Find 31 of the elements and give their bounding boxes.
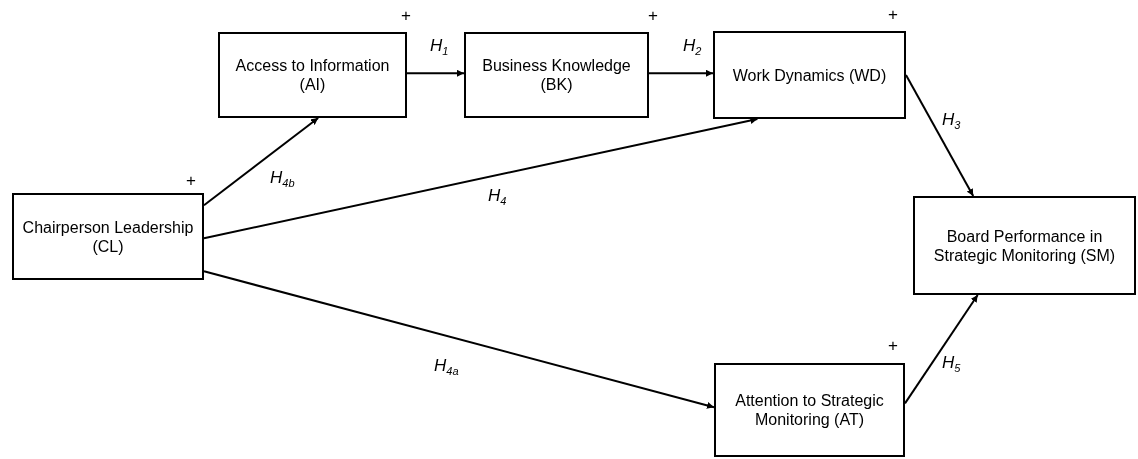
construct-box	[12, 193, 204, 280]
sign-label: +	[888, 336, 898, 356]
construct-label: Access to Information (AI)	[234, 56, 391, 94]
sign-label: +	[401, 6, 411, 26]
edge-label: H$_{5}$	[942, 353, 961, 375]
sign-label: +	[648, 6, 658, 26]
arrow	[203, 270, 715, 409]
edge-label: H$_{1}$	[430, 36, 449, 58]
construct-label: Business Knowledge (BK)	[481, 56, 632, 94]
construct-label: Work Dynamics (WD)	[731, 65, 888, 85]
construct-box	[464, 32, 649, 118]
construct-box	[913, 196, 1136, 295]
arrow	[648, 69, 714, 77]
construct-box	[218, 32, 407, 118]
edge-label: H$_{4b}$	[270, 168, 295, 190]
construct-label: Board Performance in Strategic Monitoring (SM)	[932, 226, 1117, 265]
sign-label: +	[186, 171, 196, 191]
edge-label: H$_{4}$	[488, 186, 507, 208]
construct-box	[714, 363, 905, 457]
arrow	[203, 117, 320, 207]
construct-label: Attention to Strategic Monitoring (AT)	[734, 391, 885, 429]
arrow	[203, 117, 759, 240]
arrow	[905, 74, 975, 197]
arrow	[406, 69, 465, 77]
construct-box	[713, 31, 906, 119]
arrow	[904, 294, 979, 405]
edge-label: H$_{4a}$	[434, 356, 459, 378]
edge-label: H$_{2}$	[683, 36, 702, 58]
construct-label: Chairperson Leadership (CL)	[21, 217, 195, 256]
sign-label: +	[888, 5, 898, 25]
edge-label: H$_{3}$	[942, 110, 961, 132]
